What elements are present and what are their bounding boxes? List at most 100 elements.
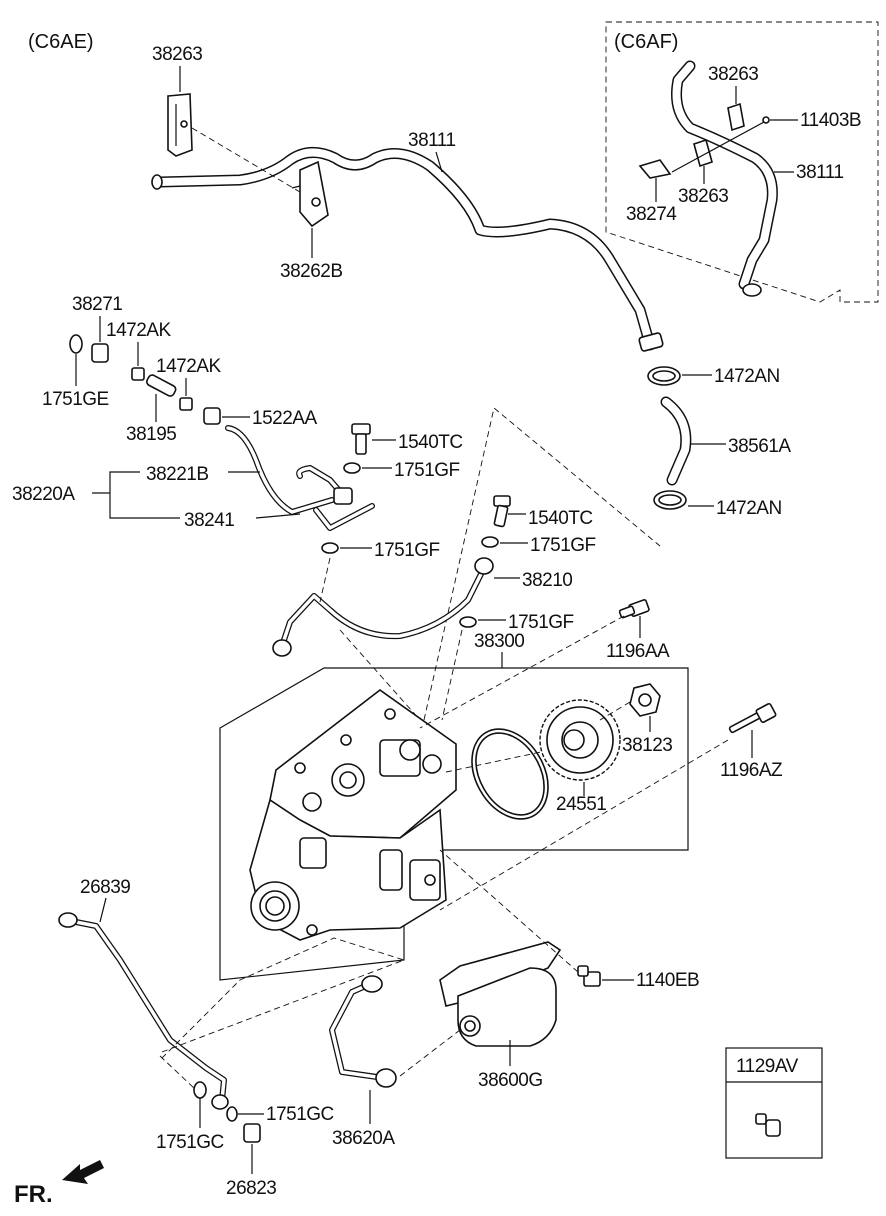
bracket-38263-c6af-mid	[693, 138, 713, 168]
clip-38274	[638, 159, 672, 179]
label-26839: 26839	[80, 877, 130, 898]
label-24551: 24551	[556, 794, 606, 815]
legend-box-1129av: 1129AV	[725, 1047, 823, 1159]
front-direction-label: FR.	[14, 1181, 53, 1208]
leader-26839	[99, 897, 107, 923]
hose-38111-main	[151, 147, 664, 352]
label-1196az: 1196AZ	[720, 760, 783, 781]
nut-38123	[629, 683, 661, 717]
label-38263-a: 38263	[152, 44, 202, 65]
label-1540tc-b: 1540TC	[528, 508, 593, 529]
gear-24551	[539, 699, 621, 781]
tube-38221b	[225, 425, 375, 531]
label-1140eb: 1140EB	[636, 970, 699, 991]
label-1751gc-a: 1751GC	[156, 1132, 224, 1153]
clamp-1472an-top	[647, 366, 681, 386]
label-38271: 38271	[72, 294, 122, 315]
leader-38263-dash	[191, 127, 301, 193]
dash-1196aa	[419, 615, 625, 729]
dash-pipe-pump	[339, 629, 421, 721]
front-arrow-icon	[62, 1160, 104, 1184]
washer-1751ge	[69, 334, 83, 354]
washer-1751gc-a	[193, 1081, 207, 1099]
bolt-1540tc-a	[351, 423, 371, 455]
label-1472an-a: 1472AN	[714, 366, 780, 387]
label-38241: 38241	[184, 510, 234, 531]
dash-1140eb	[439, 849, 579, 973]
washer-1751gf-c	[321, 542, 339, 554]
washer-1751gf-b	[481, 536, 499, 548]
leader-11403b-dash	[671, 121, 765, 173]
dash-1196az	[439, 739, 729, 911]
variant-c6ae-label: (C6AE)	[28, 31, 94, 53]
bolt-1540tc-b	[493, 495, 511, 528]
variant-c6af-label: (C6AF)	[614, 31, 678, 53]
legend-box-title: 1129AV	[736, 1056, 799, 1077]
hose-38561a	[660, 396, 692, 486]
dash-1751gf-c	[319, 557, 331, 603]
label-1540tc-a: 1540TC	[398, 432, 463, 453]
c6af-inset-border	[605, 21, 879, 303]
label-1751ge: 1751GE	[42, 389, 109, 410]
label-1472an-b: 1472AN	[716, 498, 782, 519]
fitting-1522aa	[203, 407, 221, 425]
label-38561a: 38561A	[728, 436, 791, 457]
dash-26839-pump	[159, 937, 406, 1061]
pipe-38210	[272, 557, 494, 657]
washer-1751gc-b	[226, 1106, 238, 1122]
o-ring	[471, 728, 549, 820]
bracket-38263-left	[167, 93, 193, 157]
label-1472ak-a: 1472AK	[106, 320, 171, 341]
label-1751gf-c: 1751GF	[374, 540, 440, 561]
label-38221b: 38221B	[146, 464, 209, 485]
label-1522aa: 1522AA	[252, 408, 317, 429]
label-38111-a: 38111	[408, 130, 456, 151]
label-26823: 26823	[226, 1178, 276, 1199]
clamp-1472an-bottom	[653, 490, 687, 510]
label-38600g: 38600G	[478, 1070, 543, 1091]
label-38620a: 38620A	[332, 1128, 395, 1149]
fuel-filter-38600g	[439, 941, 562, 1047]
label-1751gf-d: 1751GF	[508, 612, 574, 633]
dash-1751gf-d	[441, 629, 463, 721]
washer-1751gf-d	[459, 616, 477, 628]
bolt-1196az	[728, 702, 777, 734]
pump-hose-dash	[423, 407, 661, 721]
label-1196aa: 1196AA	[606, 641, 670, 662]
label-38300: 38300	[474, 631, 524, 652]
dash-nut-gear	[599, 701, 631, 721]
fitting-1472ak-a	[131, 367, 145, 381]
bolt-1129av-icon	[755, 1113, 781, 1137]
fitting-1472ak-b	[179, 397, 193, 411]
label-38262b: 38262B	[280, 261, 343, 282]
leader-38111-a	[435, 151, 443, 173]
tube-38195	[146, 374, 177, 397]
bolt-11403b	[762, 116, 770, 124]
label-38111-b: 38111	[796, 162, 844, 183]
dash-38620a-filter	[399, 1029, 461, 1077]
bolt-1196aa	[618, 599, 650, 619]
label-38263-b: 38263	[708, 64, 758, 85]
dash-26839-washer	[159, 1055, 197, 1091]
label-1751gf-a: 1751GF	[394, 460, 460, 481]
label-38123: 38123	[622, 735, 672, 756]
pipe-26839	[58, 912, 229, 1110]
bracket-38263-c6af-top	[727, 102, 745, 132]
label-38210: 38210	[522, 570, 572, 591]
leader-38220a-bracket	[92, 471, 180, 519]
label-38263-c: 38263	[678, 186, 728, 207]
pump-assembly-frame	[219, 667, 689, 981]
fitting-38271	[91, 343, 109, 363]
pipe-38620a	[329, 975, 397, 1088]
bolt-26823	[243, 1123, 261, 1143]
label-1472ak-b: 1472AK	[156, 356, 221, 377]
label-1751gc-b: 1751GC	[266, 1104, 334, 1125]
leader-38241	[255, 513, 301, 519]
label-1751gf-b: 1751GF	[530, 535, 596, 556]
label-11403b: 11403B	[800, 110, 861, 131]
bracket-38262b	[291, 160, 329, 228]
label-38274: 38274	[626, 204, 677, 225]
washer-1751gf-a	[343, 462, 361, 474]
hose-38111-c6af	[671, 60, 778, 297]
